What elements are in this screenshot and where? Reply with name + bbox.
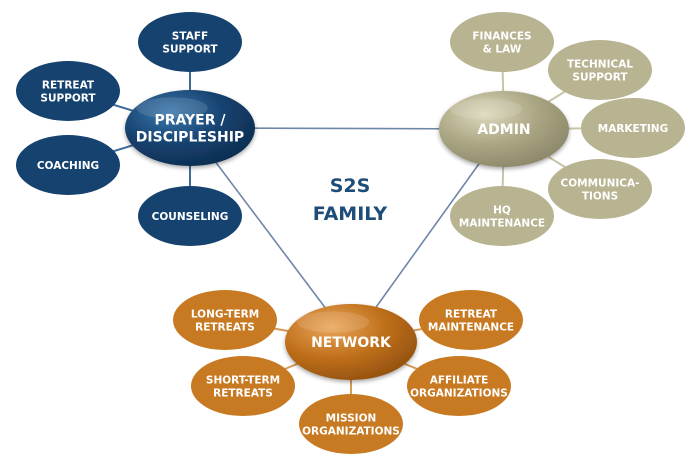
- node-counseling[interactable]: COUNSELING: [138, 186, 242, 246]
- node-staff-support-label-line-1: STAFF: [172, 31, 208, 43]
- hub-network-highlight: [296, 311, 370, 333]
- node-affiliate-organizations-label-line-1: AFFILIATE: [430, 375, 489, 387]
- node-retreat-maintenance-shape: [419, 290, 523, 350]
- center-title-line-2: FAMILY: [313, 203, 388, 225]
- node-communica-tions-shape: [548, 159, 652, 219]
- triangle-line-admin-network: [350, 128, 505, 343]
- node-long-term-retreats-label-line-2: RETREATS: [195, 322, 255, 334]
- node-finances-law[interactable]: FINANCES& LAW: [450, 12, 554, 72]
- hub-prayer-highlight: [136, 97, 208, 119]
- triangle-line-prayer-network: [189, 127, 352, 343]
- node-retreat-support-label-line-1: RETREAT: [42, 80, 95, 92]
- node-coaching-shape: [16, 135, 120, 195]
- node-communica-tions-label-line-2: TIONS: [582, 191, 618, 203]
- hub-admin-shape: [439, 91, 569, 167]
- node-mission-organizations-label-line-2: ORGANIZATIONS: [302, 426, 400, 438]
- hub-network[interactable]: NETWORK: [285, 304, 417, 380]
- node-coaching-label-line-1: COACHING: [37, 160, 99, 172]
- node-short-term-retreats-shape: [191, 356, 295, 416]
- node-communica-tions[interactable]: COMMUNICA-TIONS: [548, 159, 652, 219]
- node-long-term-retreats-label-line-1: LONG-TERM: [191, 309, 259, 321]
- node-counseling-shape: [138, 186, 242, 246]
- node-short-term-retreats-label-line-2: RETREATS: [213, 388, 273, 400]
- hub-network-label-line-1: NETWORK: [311, 335, 392, 351]
- node-finances-law-shape: [450, 12, 554, 72]
- node-staff-support-label-line-2: SUPPORT: [162, 44, 218, 56]
- node-marketing-label-line-1: MARKETING: [598, 123, 668, 135]
- node-technical-support-label-line-2: SUPPORT: [572, 72, 628, 84]
- hub-network-shape: [285, 304, 417, 380]
- hub-admin-label-line-1: ADMIN: [477, 122, 530, 138]
- node-retreat-support-shape: [16, 61, 120, 121]
- node-mission-organizations-label-line-1: MISSION: [326, 413, 377, 425]
- node-marketing[interactable]: MARKETING: [581, 98, 685, 158]
- node-hq-maintenance-label-line-2: MAINTENANCE: [459, 218, 545, 230]
- node-staff-support-shape: [138, 12, 242, 72]
- node-hq-maintenance-label-line-1: HQ: [493, 205, 511, 217]
- node-marketing-shape: [581, 98, 685, 158]
- node-finances-law-label-line-2: & LAW: [483, 44, 522, 56]
- hub-admin[interactable]: ADMIN: [439, 91, 569, 167]
- node-mission-organizations-shape: [299, 394, 403, 454]
- hub-prayer-shape: [125, 90, 255, 166]
- node-retreat-maintenance-label-line-2: MAINTENANCE: [428, 322, 514, 334]
- node-affiliate-organizations-label-line-2: ORGANIZATIONS: [410, 388, 508, 400]
- hub-prayer-label-line-2: DISCIPLESHIP: [136, 130, 244, 146]
- node-coaching[interactable]: COACHING: [16, 135, 120, 195]
- node-retreat-maintenance-label-line-1: RETREAT: [445, 309, 498, 321]
- hub-prayer[interactable]: PRAYER /DISCIPLESHIP: [125, 90, 255, 166]
- node-long-term-retreats-shape: [173, 290, 277, 350]
- node-technical-support-label-line-1: TECHNICAL: [567, 59, 633, 71]
- node-hq-maintenance-shape: [450, 186, 554, 246]
- center-title-line-1: S2S: [330, 175, 371, 197]
- node-technical-support-shape: [548, 40, 652, 100]
- hub-prayer-label-line-1: PRAYER /: [154, 113, 226, 129]
- node-retreat-support-label-line-2: SUPPORT: [40, 93, 96, 105]
- node-counseling-label-line-1: COUNSELING: [152, 211, 229, 223]
- node-short-term-retreats-label-line-1: SHORT-TERM: [206, 375, 280, 387]
- node-affiliate-organizations-shape: [407, 356, 511, 416]
- node-communica-tions-label-line-1: COMMUNICA-: [561, 178, 640, 190]
- hub-admin-highlight: [450, 98, 522, 120]
- node-finances-law-label-line-1: FINANCES: [472, 31, 531, 43]
